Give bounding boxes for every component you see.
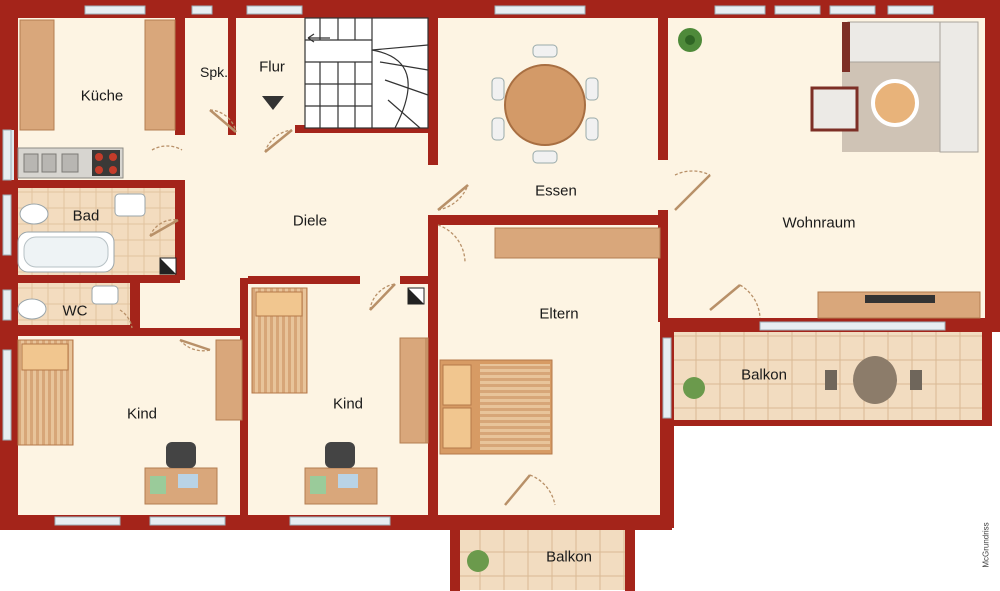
room-label-wohnraum: Wohnraum xyxy=(782,214,856,232)
credit-text: McGrundriss xyxy=(981,522,991,568)
door-swings xyxy=(119,109,761,506)
room-label-wc: WC xyxy=(62,302,88,320)
staircase xyxy=(304,17,429,129)
room-label-bad: Bad xyxy=(72,207,100,225)
balcony-furniture xyxy=(467,356,922,572)
room-label-kind-middle: Kind xyxy=(332,395,364,413)
room-label-eltern: Eltern xyxy=(539,305,579,323)
room-label-kind-left: Kind xyxy=(126,405,158,423)
room-label-balkon-south: Balkon xyxy=(546,548,592,566)
living-furniture xyxy=(678,21,981,319)
room-label-balkon-east: Balkon xyxy=(741,366,787,384)
child-room-middle-furniture xyxy=(251,287,427,505)
parents-bedroom-furniture xyxy=(401,227,661,455)
room-label-spk: Spk. xyxy=(199,64,229,80)
child-room-left-furniture xyxy=(17,339,243,505)
room-label-kueche: Küche xyxy=(80,87,124,105)
bathroom-fixtures xyxy=(17,193,425,320)
stair-direction-arrow xyxy=(262,96,284,110)
door-leaves xyxy=(149,109,741,506)
dining-set xyxy=(491,44,599,164)
room-label-essen: Essen xyxy=(535,182,577,200)
room-label-diele: Diele xyxy=(292,212,328,230)
windows xyxy=(2,5,946,526)
kitchen-furniture xyxy=(17,19,176,179)
room-label-flur: Flur xyxy=(259,58,285,76)
